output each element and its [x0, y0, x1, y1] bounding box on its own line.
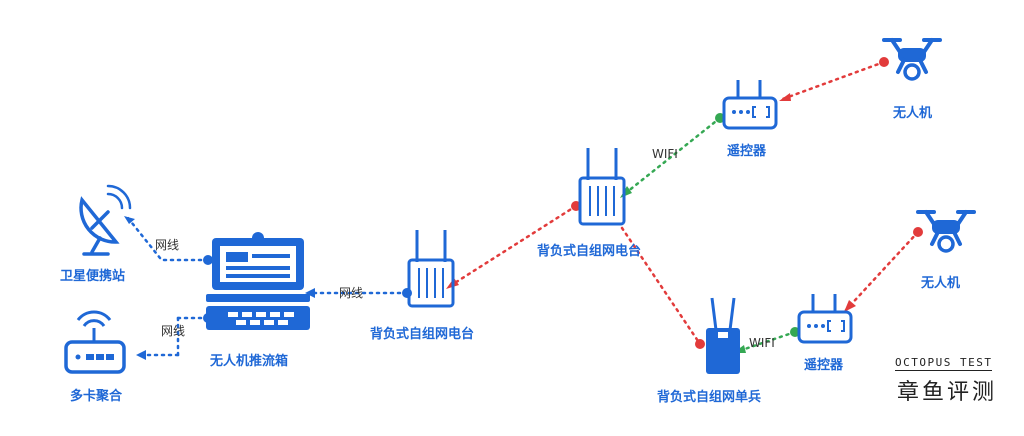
dot-drone2	[913, 227, 923, 237]
link-radio-center-soldier	[620, 226, 702, 346]
link-label-wifi-1: WIFI	[652, 147, 678, 161]
arrow-remote1	[779, 93, 791, 101]
arrow-remote2	[844, 300, 856, 312]
label-radio-center: 背负式自组网电台	[537, 244, 642, 259]
drone-icon	[916, 210, 976, 253]
single-soldier-radio-icon	[706, 297, 740, 374]
link-label-lan-3: 网线	[161, 324, 186, 338]
label-remote-1: 遥控器	[727, 144, 767, 159]
label-remote-2: 遥控器	[804, 358, 844, 373]
link-label-lan-2: 网线	[155, 238, 180, 252]
label-multi-card: 多卡聚合	[70, 389, 123, 404]
link-label-lan-1: 网线	[339, 286, 364, 300]
drone-icon	[882, 38, 942, 81]
link-remote1-radio-center	[620, 116, 722, 198]
arrow-multicard	[136, 350, 146, 360]
dot-soldier	[695, 339, 705, 349]
arrow-radio-center	[620, 186, 632, 198]
backpack-radio-icon	[407, 230, 455, 308]
backpack-radio-icon	[578, 148, 626, 226]
link-pushbox-satellite-up	[126, 216, 162, 260]
label-drone-2: 无人机	[921, 276, 961, 291]
label-satellite: 卫星便携站	[60, 269, 126, 284]
link-label-wifi-2: WIFI	[749, 336, 775, 350]
push-box-icon	[206, 232, 310, 330]
remote-controller-icon	[722, 80, 778, 130]
brand-logo-en: OCTOPUS TEST	[895, 356, 993, 371]
link-drone1-remote1	[778, 60, 886, 102]
arrow-satellite	[124, 216, 135, 224]
remote-controller-icon	[797, 294, 853, 344]
label-drone-1: 无人机	[893, 106, 933, 121]
dot-drone1	[879, 57, 889, 67]
brand-logo-cn: 章鱼评测	[897, 380, 998, 405]
label-push-box: 无人机推流箱	[210, 354, 289, 369]
link-drone2-remote2	[844, 230, 920, 312]
router-icon	[64, 310, 126, 374]
label-single-soldier: 背负式自组网单兵	[657, 390, 762, 405]
satellite-dish-icon	[79, 184, 132, 256]
arrow-pushbox	[305, 288, 315, 298]
dot-pushbox-top	[203, 255, 213, 265]
label-radio-left: 背负式自组网电台	[370, 327, 475, 342]
link-remote2-soldier	[734, 330, 797, 354]
